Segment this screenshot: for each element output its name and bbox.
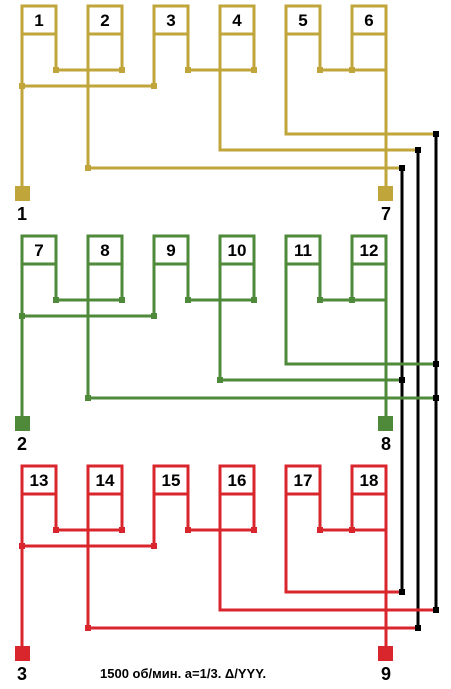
junction-dot <box>317 527 323 533</box>
junction-dot <box>399 377 405 383</box>
phase-b-feed-1 <box>284 300 436 366</box>
phase-c-feed-1 <box>284 530 402 594</box>
coil-label: 1 <box>34 11 43 30</box>
coil-box <box>284 4 322 36</box>
junction-dots <box>19 67 439 631</box>
end-terminal <box>378 646 393 661</box>
junction-dot <box>119 67 125 73</box>
phase-a-feed-2 <box>218 70 418 152</box>
coil-box <box>152 464 190 496</box>
junction-dot <box>433 607 439 613</box>
coil-box <box>284 464 322 496</box>
start-terminal <box>15 646 30 661</box>
junction-dot <box>53 67 59 73</box>
coil-box <box>86 464 124 496</box>
junction-dot <box>251 297 257 303</box>
phase-b-feed-2 <box>218 300 402 382</box>
junction-dot <box>185 67 191 73</box>
junction-dot <box>433 361 439 367</box>
junction-dot <box>251 527 257 533</box>
coil-label: 14 <box>96 471 115 490</box>
start-terminal-label: 3 <box>17 664 27 684</box>
junction-dot <box>317 67 323 73</box>
coil-label: 4 <box>232 11 242 30</box>
coil-box <box>218 234 256 266</box>
coil-box <box>218 464 256 496</box>
junction-dot <box>19 313 25 319</box>
coil-box <box>86 4 124 36</box>
end-terminal-label: 7 <box>381 204 391 224</box>
coil-label: 6 <box>364 11 373 30</box>
coil-box <box>20 464 58 496</box>
junction-dot <box>399 589 405 595</box>
phase-a-feed-1 <box>284 70 436 136</box>
junction-dot <box>85 395 91 401</box>
junction-dot <box>217 377 223 383</box>
coil-box <box>284 234 322 266</box>
coil-box <box>218 4 256 36</box>
start-terminal <box>15 186 30 201</box>
junction-dot <box>399 165 405 171</box>
coil-label: 2 <box>100 11 109 30</box>
junction-dot <box>19 543 25 549</box>
coil-label: 3 <box>166 11 175 30</box>
end-terminal-label: 8 <box>381 434 391 454</box>
phase-c-feed-2 <box>218 530 436 612</box>
end-terminal <box>378 186 393 201</box>
junction-dot <box>119 297 125 303</box>
coil-box <box>20 234 58 266</box>
coil-label: 12 <box>360 241 379 260</box>
coil-box <box>152 234 190 266</box>
junction-dot <box>185 527 191 533</box>
coil-label: 9 <box>166 241 175 260</box>
junction-dot <box>119 527 125 533</box>
coil-label: 10 <box>228 241 247 260</box>
junction-dot <box>349 527 355 533</box>
coil-label: 16 <box>228 471 247 490</box>
junction-dot <box>317 297 323 303</box>
junction-dot <box>433 395 439 401</box>
end-terminal-label: 9 <box>381 664 391 684</box>
coil-box <box>350 464 388 496</box>
junction-dot <box>415 625 421 631</box>
junction-dot <box>85 625 91 631</box>
junction-dot <box>185 297 191 303</box>
junction-dot <box>349 297 355 303</box>
coil-label: 5 <box>298 11 307 30</box>
coil-box <box>350 234 388 266</box>
junction-dot <box>415 147 421 153</box>
junction-dot <box>85 165 91 171</box>
junction-dot <box>151 543 157 549</box>
winding-wires <box>15 4 438 661</box>
junction-dot <box>433 131 439 137</box>
coil-box <box>86 234 124 266</box>
coil-label: 7 <box>34 241 43 260</box>
coil-label: 11 <box>294 241 312 260</box>
coil-box <box>350 4 388 36</box>
coil-box <box>20 4 58 36</box>
junction-dot <box>19 83 25 89</box>
junction-dot <box>53 297 59 303</box>
junction-dot <box>53 527 59 533</box>
junction-dot <box>151 83 157 89</box>
coil-box <box>152 4 190 36</box>
end-terminal <box>378 416 393 431</box>
start-terminal-label: 1 <box>17 204 27 224</box>
start-terminal-label: 2 <box>17 434 27 454</box>
coil-label: 17 <box>294 471 313 490</box>
coil-label: 18 <box>360 471 379 490</box>
junction-dot <box>349 67 355 73</box>
coil-label: 15 <box>162 471 181 490</box>
diagram-caption: 1500 об/мин. a=1/3. Δ/YYY. <box>100 666 266 681</box>
junction-dot <box>251 67 257 73</box>
start-terminal <box>15 416 30 431</box>
junction-dot <box>151 313 157 319</box>
coil-label: 13 <box>30 471 49 490</box>
coil-label: 8 <box>100 241 109 260</box>
